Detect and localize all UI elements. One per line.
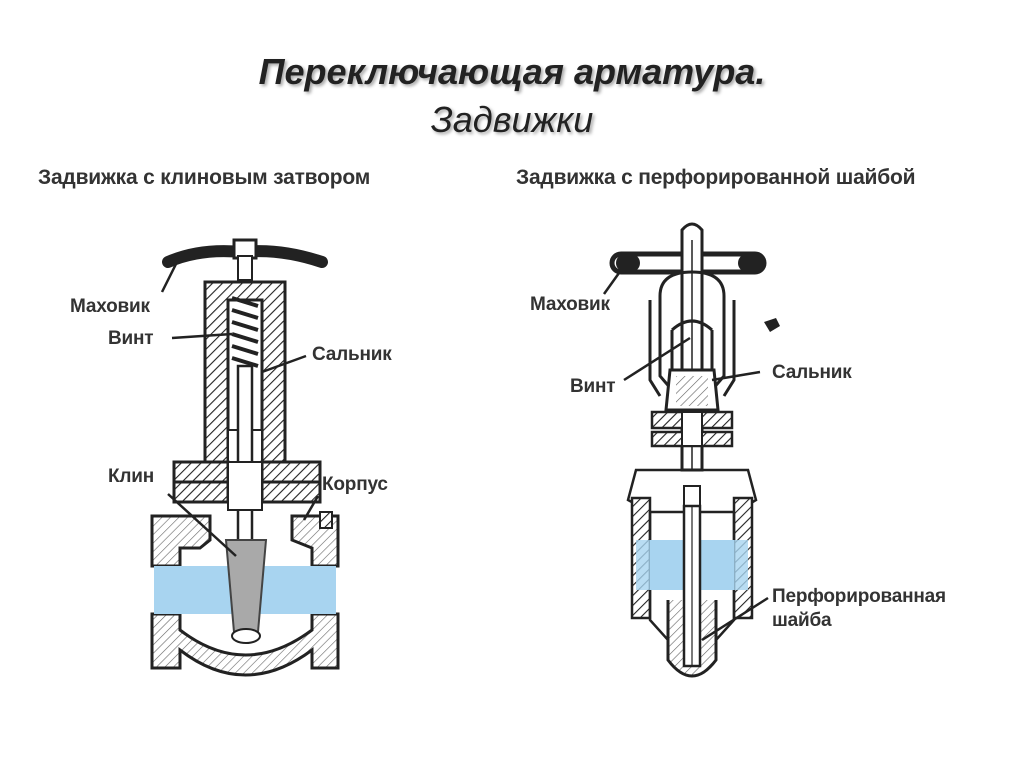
right-nut-mark: [764, 318, 780, 332]
left-flange: [172, 460, 322, 511]
right-label-washer-line1: Перфорированная: [772, 586, 946, 607]
left-body: [150, 511, 340, 677]
right-diagram-heading: Задвижка с перфорированной шайбой: [516, 166, 916, 189]
right-leader-lines: [602, 265, 769, 642]
right-label-gland: Сальник: [772, 362, 852, 383]
left-handwheel: [162, 238, 328, 281]
left-spring: [231, 296, 259, 368]
right-gland: [664, 368, 720, 412]
slide-subtitle: Задвижки: [430, 99, 594, 140]
right-label-washer-line2: шайба: [772, 610, 832, 631]
right-valve: [602, 222, 780, 678]
right-label-handwheel: Маховик: [530, 294, 610, 315]
left-label-screw: Винт: [108, 328, 154, 349]
left-label-gland: Сальник: [312, 344, 392, 365]
left-stem: [236, 364, 254, 544]
left-label-body: Корпус: [322, 474, 388, 495]
right-label-screw: Винт: [570, 376, 616, 397]
slide-title: Переключающая арматура.: [258, 51, 766, 92]
left-valve: [150, 238, 340, 677]
right-bonnet-flange: [650, 410, 734, 448]
left-diagram-heading: Задвижка с клиновым затвором: [38, 166, 371, 189]
right-yoke: [648, 270, 736, 397]
left-label-wedge: Клин: [108, 466, 155, 487]
left-leader-lines: [160, 263, 320, 557]
left-label-handwheel: Маховик: [70, 296, 150, 317]
